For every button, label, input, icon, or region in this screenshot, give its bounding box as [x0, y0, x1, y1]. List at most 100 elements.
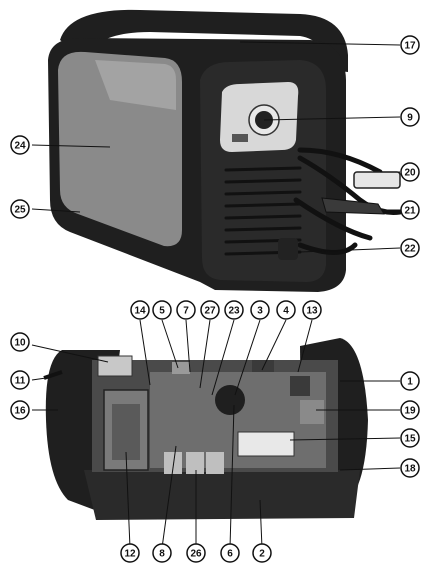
callout-2: 2 — [252, 543, 272, 563]
callout-label: 18 — [404, 464, 416, 475]
callout-label: 5 — [159, 306, 165, 317]
callout-15: 15 — [400, 428, 420, 448]
callout-25: 25 — [10, 199, 30, 219]
callout-circle — [400, 35, 420, 55]
callout-circle — [186, 543, 206, 563]
callout-circle — [10, 199, 30, 219]
callout-24: 24 — [10, 135, 30, 155]
switch-block — [97, 355, 133, 377]
callout-10: 10 — [10, 332, 30, 352]
callout-circle — [400, 107, 420, 127]
callout-label: 21 — [404, 206, 416, 217]
callout-label: 15 — [404, 434, 416, 445]
choke — [290, 376, 310, 396]
callout-label: 6 — [227, 549, 233, 560]
callout-circle — [10, 135, 30, 155]
callout-27: 27 — [200, 300, 220, 320]
callout-23: 23 — [224, 300, 244, 320]
callout-label: 14 — [134, 306, 146, 317]
callout-9: 9 — [400, 107, 420, 127]
callout-label: 2 — [259, 549, 265, 560]
callout-label: 19 — [404, 406, 416, 417]
side-panel-highlight — [95, 60, 176, 110]
fan-blade — [112, 404, 140, 460]
electrode-holder — [353, 171, 401, 189]
callout-label: 25 — [14, 205, 26, 216]
callout-circle — [400, 162, 420, 182]
callout-label: 22 — [404, 244, 416, 255]
callout-circle — [400, 238, 420, 258]
callout-label: 9 — [407, 113, 413, 124]
callout-circle — [120, 543, 140, 563]
callout-circle — [152, 300, 172, 320]
callout-21: 21 — [400, 200, 420, 220]
callout-label: 17 — [404, 41, 416, 52]
callout-label: 8 — [159, 549, 165, 560]
callouts: 17 9 24 20 25 21 22 14 5 7 27 23 3 4 13 10 11 16 1 19 15 18 12… — [10, 35, 420, 563]
callout-12: 12 — [120, 543, 140, 563]
callout-18: 18 — [400, 458, 420, 478]
callout-circle — [200, 300, 220, 320]
callout-label: 3 — [257, 306, 263, 317]
callout-1: 1 — [400, 371, 420, 391]
carry-handle — [60, 9, 348, 72]
callout-circle — [220, 543, 240, 563]
callout-label: 16 — [14, 406, 26, 417]
callout-label: 23 — [228, 306, 240, 317]
callout-label: 4 — [283, 306, 289, 317]
mains-plug — [278, 238, 298, 260]
welder-exterior — [48, 9, 403, 292]
callout-label: 13 — [306, 306, 318, 317]
callout-17: 17 — [400, 35, 420, 55]
callout-14: 14 — [130, 300, 150, 320]
callout-label: 10 — [14, 338, 26, 349]
callout-circle — [276, 300, 296, 320]
callout-circle — [400, 371, 420, 391]
heatsink-2 — [186, 452, 204, 474]
callout-circle — [400, 400, 420, 420]
callout-3: 3 — [250, 300, 270, 320]
callout-label: 1 — [407, 377, 413, 388]
callout-label: 11 — [15, 376, 26, 387]
callout-circle — [400, 428, 420, 448]
callout-7: 7 — [176, 300, 196, 320]
callout-circle — [10, 400, 30, 420]
callout-8: 8 — [152, 543, 172, 563]
transformer — [237, 431, 295, 457]
heatsink-1 — [164, 452, 182, 474]
callout-circle — [10, 332, 30, 352]
callout-4: 4 — [276, 300, 296, 320]
callout-circle — [224, 300, 244, 320]
welder-interior — [43, 338, 368, 520]
callout-label: 24 — [14, 141, 26, 152]
callout-circle — [152, 543, 172, 563]
callout-circle — [400, 200, 420, 220]
callout-19: 19 — [400, 400, 420, 420]
callout-circle — [250, 300, 270, 320]
earth-clamp — [321, 197, 385, 215]
base-plate — [84, 470, 360, 520]
callout-16: 16 — [10, 400, 30, 420]
leader-lines — [31, 41, 401, 549]
callout-label: 27 — [204, 306, 216, 317]
secondary-pcb — [300, 400, 324, 424]
callout-circle — [176, 300, 196, 320]
callout-11: 11 — [10, 370, 30, 390]
callout-circle — [302, 300, 322, 320]
callout-13: 13 — [302, 300, 322, 320]
callout-circle — [252, 543, 272, 563]
board-connector — [252, 360, 274, 372]
callout-label: 20 — [404, 168, 416, 179]
indicator-lights — [232, 134, 248, 142]
callout-22: 22 — [400, 238, 420, 258]
capacitor — [215, 385, 245, 415]
callout-label: 26 — [190, 549, 202, 560]
welding-cables — [293, 147, 403, 255]
callout-circle — [130, 300, 150, 320]
mains-lead — [43, 370, 63, 380]
heatsink-3 — [206, 452, 224, 474]
callout-20: 20 — [400, 162, 420, 182]
callout-6: 6 — [220, 543, 240, 563]
callout-label: 7 — [183, 306, 189, 317]
